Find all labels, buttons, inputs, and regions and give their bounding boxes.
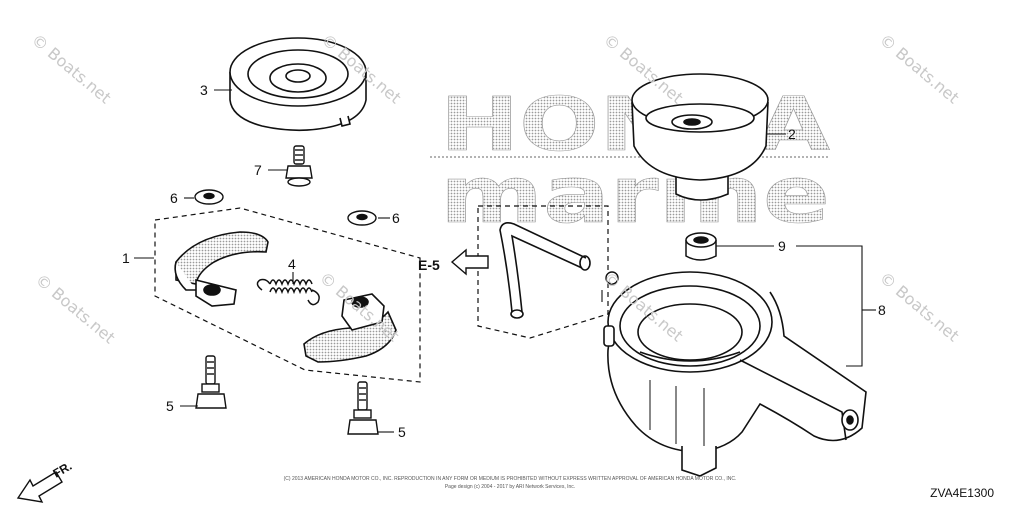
ref-e5-label: E-5 xyxy=(418,257,440,273)
part-4-spring xyxy=(256,278,320,306)
callout-7: 7 xyxy=(254,162,262,178)
callout-5b: 5 xyxy=(398,424,406,440)
breather-hose xyxy=(499,222,591,319)
part-5-bolt-left xyxy=(195,355,227,409)
part-6-washer-b xyxy=(347,210,377,226)
diagram-code: ZVA4E1300 xyxy=(930,486,994,500)
callout-2: 2 xyxy=(788,126,796,142)
brand-watermark: HONDA marine xyxy=(430,82,830,241)
ref-arrow-icon xyxy=(450,248,489,276)
clutch-shoe-left xyxy=(174,231,269,307)
copyright-line-2: Page design (c) 2004 - 2017 by ARI Netwo… xyxy=(444,484,576,490)
part-8-gear-case xyxy=(603,271,867,477)
front-arrow-icon xyxy=(16,471,63,503)
brand-watermark-marine: marine xyxy=(440,151,830,241)
callout-6a: 6 xyxy=(170,190,178,206)
callout-4: 4 xyxy=(288,256,296,272)
part-5-bolt-right xyxy=(347,381,379,435)
part-1-assembly-box xyxy=(154,207,421,383)
part-2-clutch-bowl xyxy=(631,73,769,201)
clutch-shoe-right xyxy=(303,293,397,363)
callout-6b: 6 xyxy=(392,210,400,226)
leader-lines xyxy=(134,89,876,433)
callout-3: 3 xyxy=(200,82,208,98)
front-arrow: FR. xyxy=(16,459,74,503)
callout-1: 1 xyxy=(122,250,130,266)
copyright-line-1: (C) 2013 AMERICAN HONDA MOTOR CO., INC. … xyxy=(283,476,737,482)
part-9-seal xyxy=(685,232,717,261)
callouts: 3 7 6 6 1 4 5 5 2 9 8 E-5 xyxy=(122,82,886,440)
callout-5a: 5 xyxy=(166,398,174,414)
callout-8: 8 xyxy=(878,302,886,318)
part-7-bolt xyxy=(285,145,313,187)
hose-dashed-box xyxy=(477,205,609,339)
hose-clip-ring xyxy=(605,271,619,285)
callout-9: 9 xyxy=(778,238,786,254)
part-6-washer-a xyxy=(194,189,224,205)
part-3-clutch-drum xyxy=(229,37,367,132)
